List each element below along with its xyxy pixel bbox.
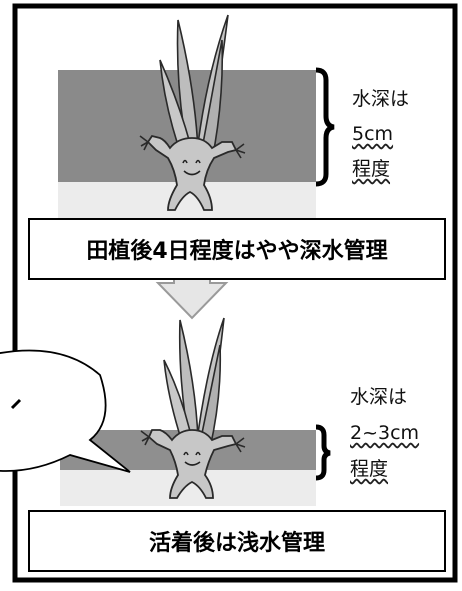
- bottom-caption: 活着後は浅水管理: [28, 510, 446, 572]
- top-caption: 田植後4日程度はやや深水管理: [28, 218, 446, 280]
- bottom-depth-suffix: 程度: [350, 458, 389, 480]
- bottom-rice-plant: [140, 317, 246, 499]
- speech-bubble: [0, 349, 131, 473]
- top-depth-brace: [315, 67, 335, 187]
- bottom-depth-label: 水深は: [350, 386, 408, 408]
- bottom-depth-value: 2~3cm: [350, 422, 420, 444]
- bottom-depth-brace: [315, 424, 331, 481]
- top-rice-plant: [139, 14, 246, 211]
- top-depth-value: 5cm: [352, 123, 394, 145]
- top-depth-suffix: 程度: [352, 158, 391, 180]
- speech-bubble-mark: [10, 398, 22, 410]
- top-depth-label: 水深は: [352, 88, 410, 110]
